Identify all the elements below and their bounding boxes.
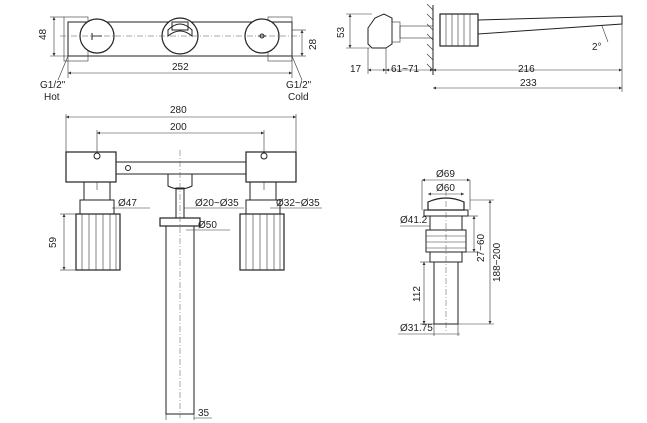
hot-label: Hot [44, 92, 60, 103]
dim-60-label: Ø60 [436, 183, 455, 194]
front-view: 280 200 [48, 105, 322, 420]
dim-200-label: 200 [170, 122, 187, 133]
angle-label: 2° [592, 42, 602, 53]
dim-53-label: 53 [336, 26, 347, 38]
dim-233-label: 233 [520, 78, 537, 89]
dim-48-label: 48 [38, 28, 49, 40]
dim-50-label: Ø50 [198, 220, 217, 231]
dim-27-60-label: 27~60 [476, 233, 487, 262]
front-left-block [65, 151, 117, 183]
hot-thread-label: G1/2" [40, 80, 66, 91]
dim-20-35-label: Ø20~Ø35 [195, 198, 239, 209]
cold-thread-label: G1/2" [286, 80, 312, 91]
dim-31-75-label: Ø31.75 [400, 323, 433, 334]
dim-216-label: 216 [518, 64, 535, 75]
front-right-handle [239, 213, 285, 271]
front-left-handle [75, 213, 121, 271]
dim-41-2-label: Ø41.2 [400, 215, 428, 226]
drain-view: Ø69 Ø60 Ø41.2 27~60 188~200 112 Ø31.75 [398, 169, 503, 336]
dim-188-200-label: 188~200 [492, 242, 503, 282]
dim-47-label: Ø47 [118, 198, 137, 209]
dim-32-35-label: Ø32~Ø35 [276, 198, 320, 209]
dim-252-label: 252 [172, 62, 189, 73]
dim-35-label: 35 [198, 408, 210, 419]
dim-61-71-label: 61~71 [391, 64, 420, 75]
side-valve-body [367, 13, 393, 49]
front-right-block [245, 151, 297, 183]
side-view: 2° 53 17 61~71 216 233 [336, 3, 623, 92]
dim-69-label: Ø69 [436, 169, 455, 180]
front-connector [115, 161, 247, 175]
cold-label: Cold [288, 92, 309, 103]
dim-28-label: 28 [308, 38, 319, 50]
dim-59-label: 59 [48, 236, 59, 248]
dim-280-label: 280 [170, 105, 187, 116]
side-spout-arm [477, 15, 623, 35]
dim-17-label: 17 [350, 64, 362, 75]
top-view: 48 28 252 G1/2" Hot G1/2" Cold [38, 16, 319, 103]
dim-112-label: 112 [412, 286, 423, 302]
